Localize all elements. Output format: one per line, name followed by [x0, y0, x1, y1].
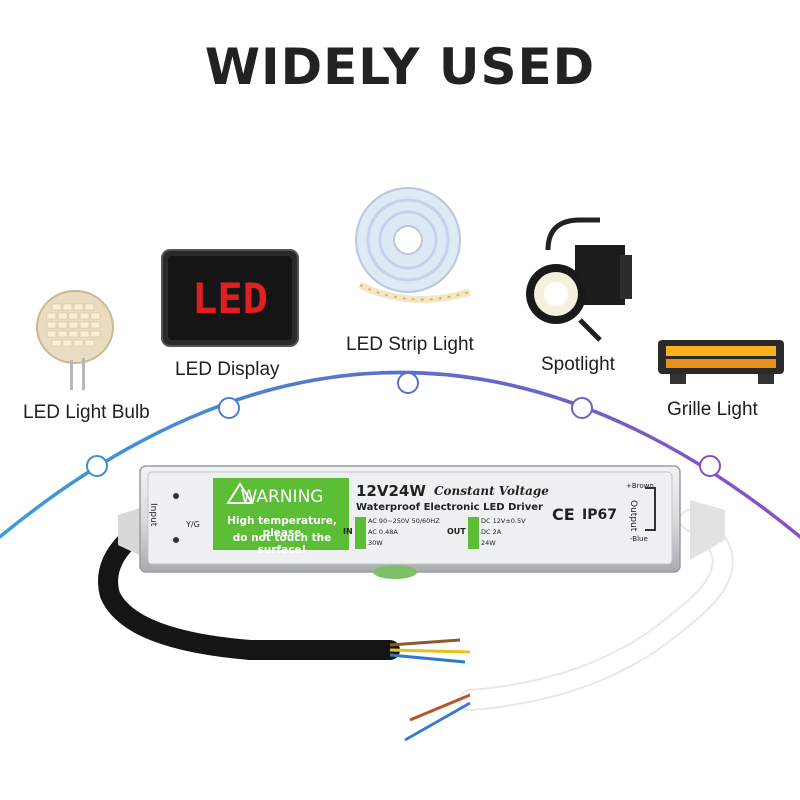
warning-text-2: do not touch the surface! — [232, 532, 332, 556]
output-spec-1: DC 12V±0.5V — [481, 517, 526, 525]
app-label-spotlight: Spotlight — [541, 354, 615, 375]
output-spec-2: DC 2A — [481, 528, 502, 536]
driver-subtitle: Constant Voltage — [434, 484, 549, 498]
app-label-led-bulb: LED Light Bulb — [23, 402, 150, 423]
input-spec-1: AC 90~250V 50/60HZ — [368, 517, 440, 525]
arc-node — [397, 372, 419, 394]
output-label: Output — [628, 500, 638, 532]
input-wire-label: Y/G — [186, 520, 200, 529]
page-title: WIDELY USED — [204, 38, 596, 96]
output-spec-3: 24W — [481, 539, 496, 547]
input-label: Input — [148, 503, 158, 527]
display-text: LED — [192, 274, 268, 323]
ip-rating: IP67 — [582, 507, 617, 523]
arc-node — [699, 455, 721, 477]
driver-name: Waterproof Electronic LED Driver — [356, 502, 543, 513]
app-label-led-strip: LED Strip Light — [346, 334, 474, 355]
output-neg: -Blue — [630, 535, 648, 543]
input-spec-2: AC 0.48A — [368, 528, 398, 536]
input-spec-3: 30W — [368, 539, 383, 547]
out-mark: OUT — [447, 527, 466, 536]
arc-node — [86, 455, 108, 477]
in-mark: IN — [343, 527, 353, 536]
arc-node — [218, 397, 240, 419]
warning-text-1: High temperature, please — [227, 515, 337, 539]
app-label-led-display: LED Display — [175, 359, 280, 380]
driver-model: 12V24W — [356, 482, 426, 500]
app-label-grille-light: Grille Light — [667, 399, 758, 420]
warning-title: WARNING — [240, 487, 324, 507]
arc-node — [571, 397, 593, 419]
output-pos: +Brown — [626, 482, 654, 490]
ce-mark: CE — [552, 505, 575, 524]
